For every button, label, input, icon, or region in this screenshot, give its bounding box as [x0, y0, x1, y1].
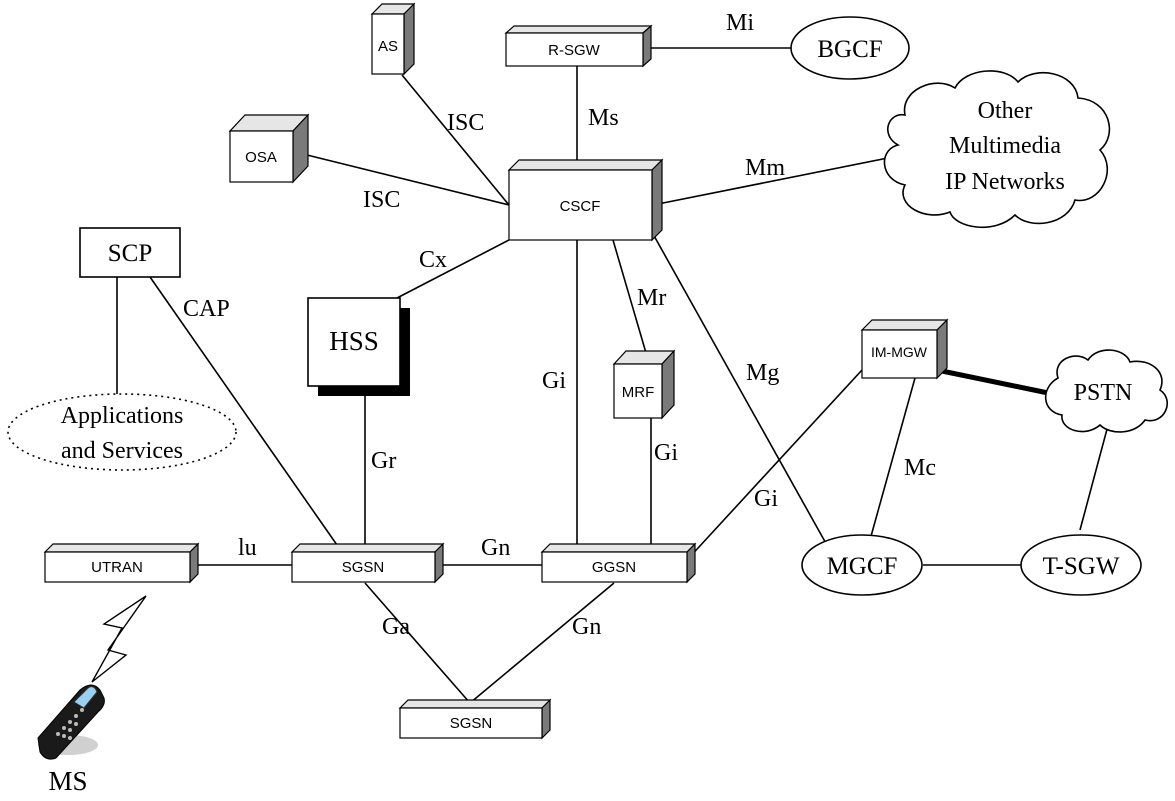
bgcf-node: BGCF: [791, 17, 909, 79]
rsgw-label: R-SGW: [548, 42, 601, 59]
as-node: AS: [372, 4, 414, 74]
label-isc-as: ISC: [447, 110, 484, 136]
label-ms: Ms: [588, 105, 619, 131]
link-sgsn-sgsn2: [365, 583, 470, 703]
label-gi-cscf: Gi: [542, 368, 566, 394]
sgsn2-label: SGSN: [450, 715, 493, 732]
immgw-node: IM-MGW: [862, 320, 947, 378]
link-cscf-mgcf: [648, 225, 828, 547]
label-lu: lu: [238, 535, 257, 561]
sgsn2-node: SGSN: [400, 700, 550, 738]
hss-label: HSS: [329, 326, 379, 356]
applications-node: Applications and Services: [8, 394, 236, 470]
link-cscf-hss: [397, 240, 509, 298]
link-pstn-tsgw: [1080, 418, 1110, 530]
label-cx: Cx: [419, 247, 447, 273]
mobile-phone-icon: [38, 685, 104, 759]
label-cap: CAP: [183, 296, 230, 322]
link-as-cscf: [402, 75, 509, 205]
label-mm: Mm: [745, 155, 785, 181]
link-ggsn-sgsn2: [470, 583, 614, 703]
tsgw-node: T-SGW: [1021, 535, 1141, 595]
osa-node: OSA: [230, 115, 308, 182]
label-mr: Mr: [637, 285, 666, 311]
cscf-label: CSCF: [560, 198, 601, 215]
mgcf-label: MGCF: [827, 553, 898, 580]
bgcf-label: BGCF: [817, 36, 882, 63]
other-networks-label-2: Multimedia: [949, 133, 1061, 159]
pstn-cloud: PSTN: [1046, 350, 1168, 432]
sgsn-node: SGSN: [292, 544, 443, 582]
label-mi: Mi: [726, 10, 754, 36]
utran-node: UTRAN: [45, 544, 198, 582]
label-ga: Ga: [382, 614, 410, 640]
label-mc: Mc: [904, 455, 936, 481]
mgcf-node: MGCF: [802, 535, 922, 595]
label-gi-mrf: Gi: [654, 440, 678, 466]
link-osa-cscf: [307, 155, 509, 205]
utran-label: UTRAN: [91, 559, 143, 576]
other-networks-cloud: Other Multimedia IP Networks: [884, 71, 1109, 227]
immgw-label: IM-MGW: [871, 344, 928, 360]
scp-node: SCP: [80, 228, 180, 277]
applications-label-2: and Services: [61, 438, 183, 464]
cscf-node: CSCF: [509, 160, 662, 240]
lightning-icon: [92, 596, 146, 682]
ggsn-node: GGSN: [542, 544, 695, 582]
as-label: AS: [378, 38, 398, 55]
scp-label: SCP: [108, 240, 152, 267]
label-mg: Mg: [746, 360, 779, 386]
label-gr: Gr: [371, 448, 396, 474]
pstn-label: PSTN: [1074, 380, 1133, 406]
mrf-node: MRF: [614, 351, 674, 418]
label-gi-mgw: Gi: [754, 486, 778, 512]
applications-label-1: Applications: [61, 403, 184, 429]
other-networks-label-3: IP Networks: [945, 169, 1065, 195]
sgsn-label: SGSN: [342, 559, 385, 576]
link-ggsn-mgw: [687, 370, 862, 560]
tsgw-label: T-SGW: [1043, 553, 1120, 580]
osa-label: OSA: [245, 149, 277, 166]
label-gn-bottom: Gn: [572, 614, 601, 640]
label-gn-top: Gn: [481, 535, 510, 561]
hss-node: HSS: [308, 298, 410, 396]
rsgw-node: R-SGW: [506, 26, 651, 66]
mrf-label: MRF: [622, 384, 655, 401]
label-isc-osa: ISC: [363, 187, 400, 213]
other-networks-label-1: Other: [978, 98, 1033, 124]
link-mgw-pstn: [937, 370, 1053, 394]
ms-label: MS: [48, 766, 87, 796]
ggsn-label: GGSN: [592, 559, 636, 576]
